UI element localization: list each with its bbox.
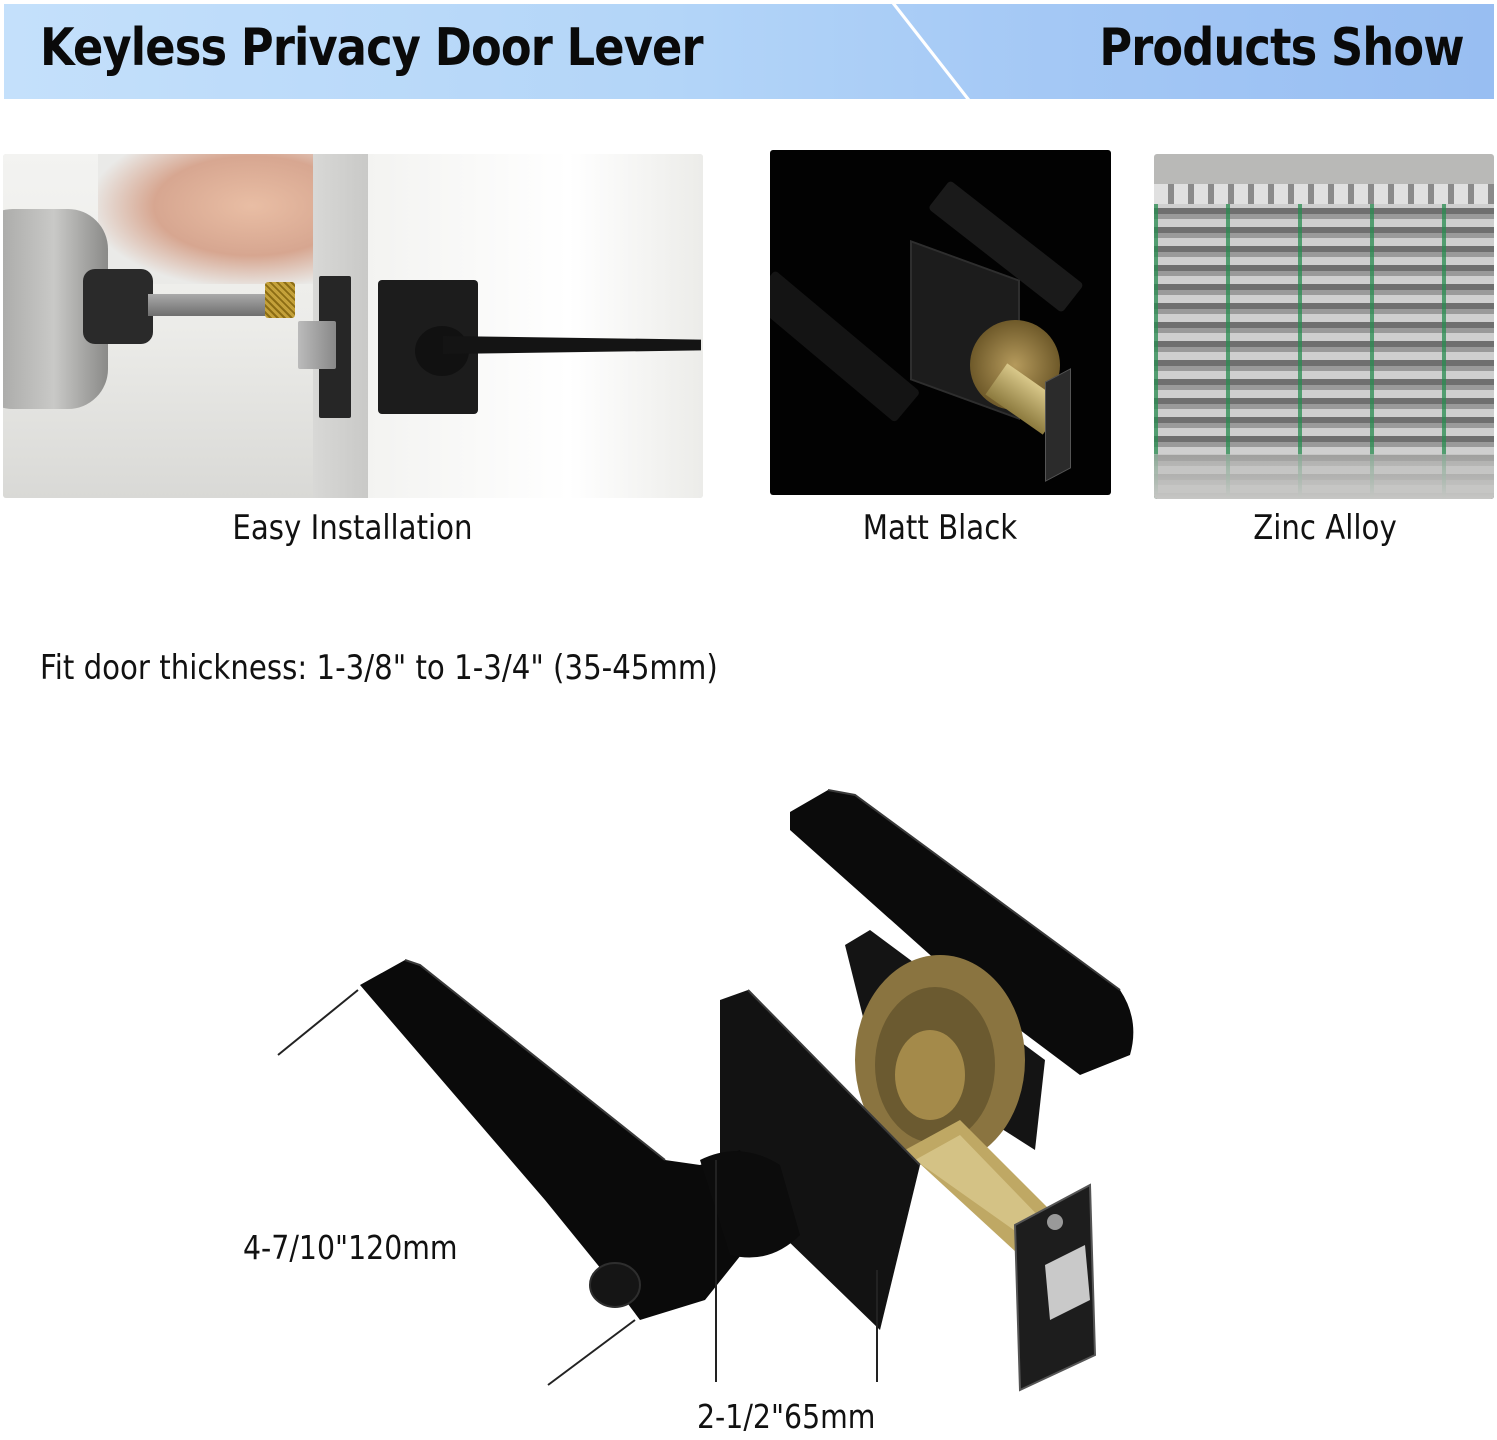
door-thickness-spec: Fit door thickness: 1-3/8" to 1-3/4" (35…: [40, 648, 718, 688]
easy-installation-caption: Easy Installation: [232, 508, 473, 548]
lockset-illustration: [277, 789, 1134, 1392]
door-lever-icon: [443, 336, 701, 354]
dimension-diagram: 4-7/10"120mm 2-1/2"65mm: [0, 760, 1497, 1440]
matt-black-caption: Matt Black: [862, 508, 1018, 548]
backset-label: 2-1/2"65mm: [697, 1397, 876, 1436]
section-title: Products Show: [1099, 18, 1465, 78]
easy-installation-image: [3, 154, 703, 498]
lever-length-label: 4-7/10"120mm: [243, 1228, 458, 1267]
header-banner: Keyless Privacy Door Lever Products Show: [4, 4, 1494, 99]
banner-divider: [884, 4, 990, 99]
matt-black-image: [770, 150, 1111, 495]
zinc-alloy-caption: Zinc Alloy: [1253, 508, 1397, 548]
product-title: Keyless Privacy Door Lever: [40, 18, 704, 78]
zinc-alloy-image: [1154, 154, 1494, 499]
